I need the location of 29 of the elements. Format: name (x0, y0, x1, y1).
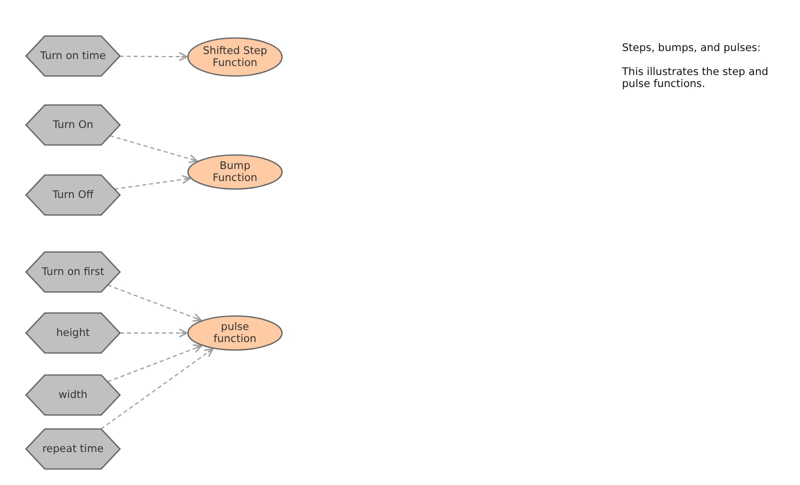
node-label: repeat time (42, 443, 104, 455)
variable-hexagon (26, 429, 120, 469)
dashed-arrow (100, 348, 214, 430)
node-label: pulse function (212, 321, 258, 345)
node-label: Shifted Step Function (202, 45, 268, 69)
dashed-arrow (108, 284, 202, 322)
note-text: This illustrates the step and pulse functions. (622, 66, 770, 90)
dashed-arrow (114, 174, 191, 190)
node-label: Turn on time (40, 50, 106, 62)
note-text: Steps, bumps, and pulses: (622, 42, 762, 54)
variable-hexagon (26, 36, 120, 76)
variable-hexagon (26, 252, 120, 292)
node-label: Turn on first (42, 266, 104, 278)
node-label: Turn Off (52, 189, 94, 201)
node-label: width (58, 389, 88, 401)
node-label: Turn On (52, 119, 94, 131)
stock-ellipse (188, 316, 282, 350)
variable-hexagon (26, 175, 120, 215)
stock-ellipse (188, 155, 282, 189)
variable-hexagon (26, 105, 120, 145)
dashed-arrow (120, 328, 188, 338)
stock-ellipse (188, 38, 282, 76)
node-label: Bump Function (212, 160, 258, 184)
dashed-arrow (110, 135, 198, 164)
dashed-arrow (107, 344, 202, 382)
dashed-arrow (120, 52, 188, 62)
variable-hexagon (26, 375, 120, 415)
node-label: height (56, 327, 90, 339)
variable-hexagon (26, 313, 120, 353)
